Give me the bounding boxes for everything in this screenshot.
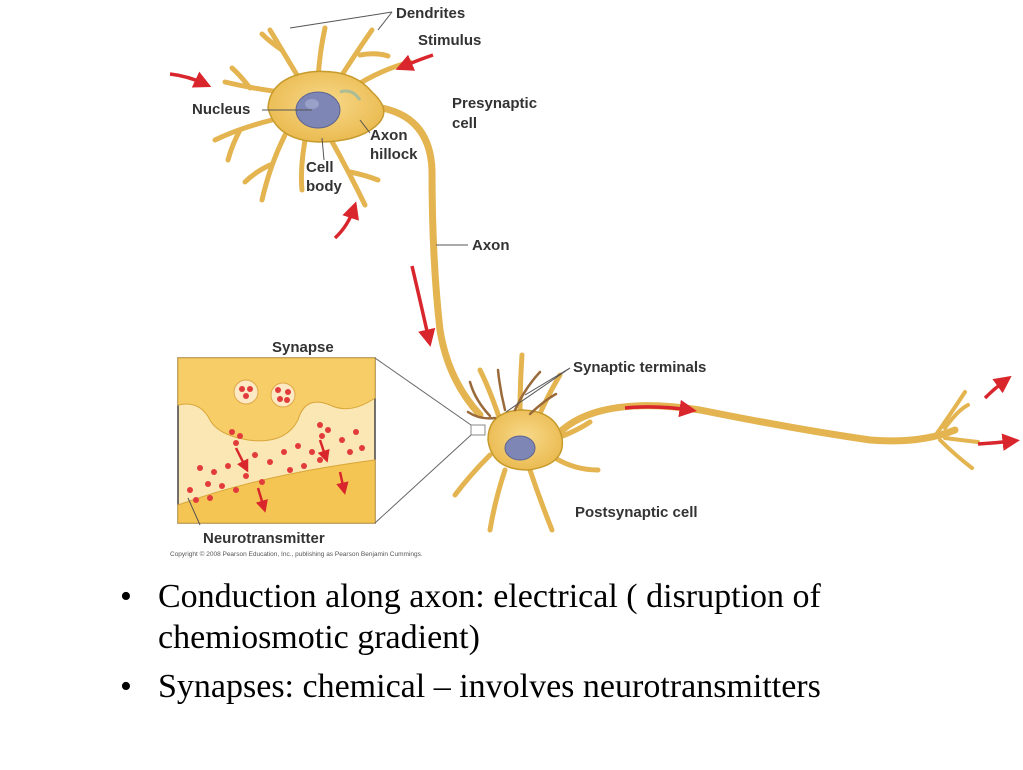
copyright-text: Copyright © 2008 Pearson Education, Inc.… [170, 550, 423, 558]
bullet-text: Conduction along axon: electrical ( disr… [158, 578, 821, 656]
label-neurotransmitter: Neurotransmitter [203, 530, 325, 547]
label-stimulus: Stimulus [418, 32, 481, 49]
bullet-marker: • [120, 668, 132, 705]
label-nucleus: Nucleus [192, 101, 250, 118]
label-postsynaptic-cell: Postsynaptic cell [575, 504, 698, 521]
bullet-text: Synapses: chemical – involves neurotrans… [158, 668, 821, 705]
label-cell-body-1: Cell [306, 159, 334, 176]
label-synaptic-terminals: Synaptic terminals [573, 359, 706, 376]
bullet-item: • Conduction along axon: electrical ( di… [120, 576, 1000, 658]
bullet-marker: • [120, 578, 132, 615]
leader-lines [187, 11, 571, 526]
axon-fiber [378, 104, 484, 419]
label-axon: Axon [472, 237, 510, 254]
label-axon-hillock-1: Axon [370, 127, 408, 144]
postsynaptic-axon [556, 402, 959, 445]
synapse-inset [177, 357, 486, 524]
presynaptic-cell [212, 25, 484, 419]
postsynaptic-cell [452, 352, 980, 533]
label-cell-body-2: body [306, 178, 342, 195]
bullet-item: • Synapses: chemical – involves neurotra… [120, 666, 1000, 707]
output-arrows [624, 375, 1020, 451]
label-dendrites: Dendrites [396, 5, 465, 22]
stimulus-arrows [169, 53, 434, 240]
label-synapse: Synapse [272, 339, 334, 356]
bullet-list: • Conduction along axon: electrical ( di… [120, 576, 1000, 715]
label-presynaptic-1: Presynaptic [452, 95, 537, 112]
signal-arrow-axon [410, 265, 436, 347]
label-axon-hillock-2: hillock [370, 146, 418, 163]
synaptic-terminals [466, 368, 558, 420]
label-presynaptic-2: cell [452, 115, 477, 132]
